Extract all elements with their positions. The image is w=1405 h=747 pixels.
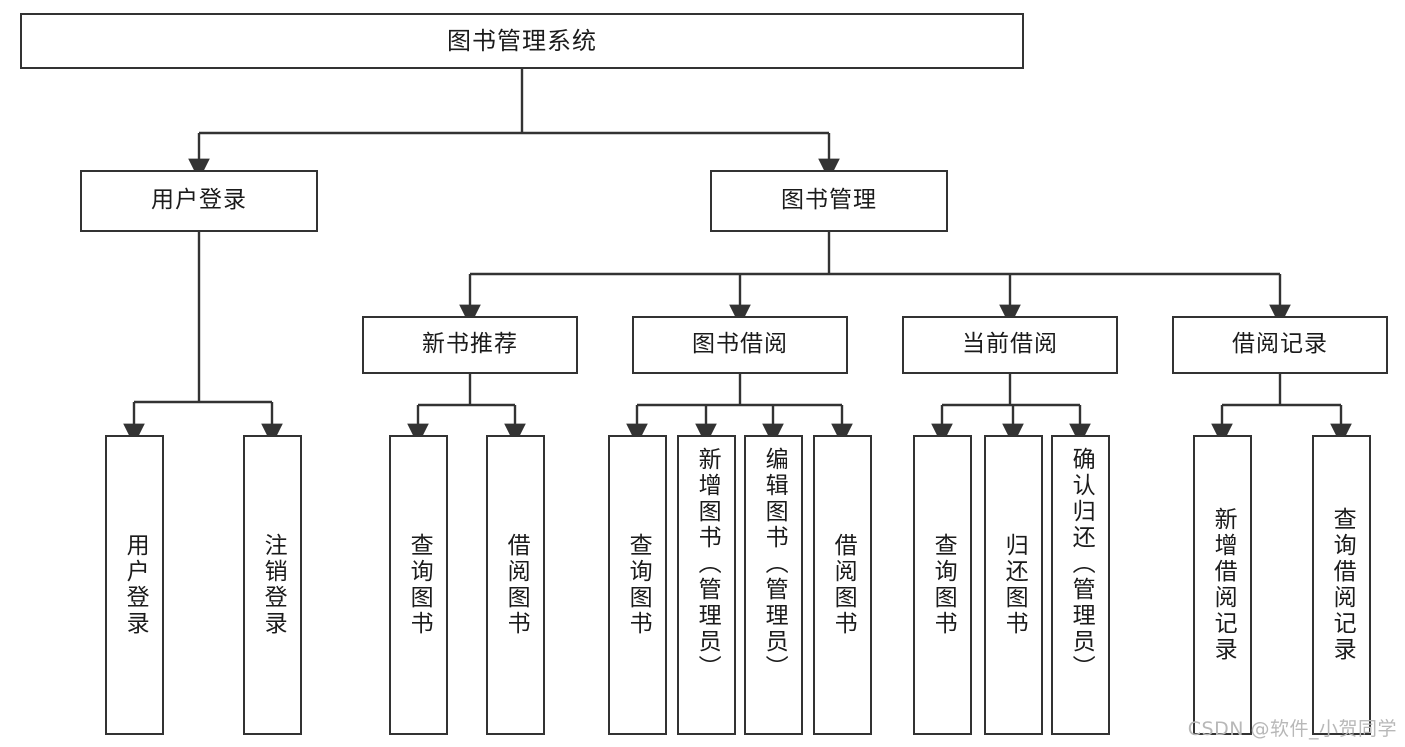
node-leaf-5[interactable]: 新增图书（管理员）	[677, 435, 736, 735]
node-leaf-0[interactable]: 用户登录	[105, 435, 164, 735]
node-leaf-8[interactable]: 查询图书	[913, 435, 972, 735]
node-leaf-7[interactable]: 借阅图书	[813, 435, 872, 735]
node-leaf-12[interactable]: 查询借阅记录	[1312, 435, 1371, 735]
node-leaf-4[interactable]: 查询图书	[608, 435, 667, 735]
node-level3-2[interactable]: 当前借阅	[902, 316, 1118, 374]
node-label: 借阅图书	[830, 533, 857, 637]
node-level3-0[interactable]: 新书推荐	[362, 316, 578, 374]
node-label: 用户登录	[122, 533, 149, 637]
node-leaf-3[interactable]: 借阅图书	[486, 435, 545, 735]
node-label: 新书推荐	[422, 331, 518, 358]
node-leaf-1[interactable]: 注销登录	[243, 435, 302, 735]
node-level3-3[interactable]: 借阅记录	[1172, 316, 1388, 374]
node-label: 图书管理系统	[447, 26, 597, 55]
node-label: 新增借阅记录	[1210, 507, 1237, 663]
node-label: 确认归还（管理员）	[1068, 447, 1095, 681]
node-label: 查询图书	[625, 533, 652, 637]
node-label: 图书借阅	[692, 331, 788, 358]
watermark-text: CSDN @软件_小贺同学	[1187, 718, 1397, 740]
node-root[interactable]: 图书管理系统	[20, 13, 1024, 69]
node-label: 归还图书	[1001, 533, 1028, 637]
node-label: 图书管理	[781, 187, 877, 214]
node-leaf-11[interactable]: 新增借阅记录	[1193, 435, 1252, 735]
node-level2-0[interactable]: 用户登录	[80, 170, 318, 232]
node-label: 当前借阅	[962, 331, 1058, 358]
node-label: 借阅记录	[1232, 331, 1328, 358]
node-level3-1[interactable]: 图书借阅	[632, 316, 848, 374]
node-label: 借阅图书	[503, 533, 530, 637]
node-leaf-2[interactable]: 查询图书	[389, 435, 448, 735]
node-label: 查询图书	[930, 533, 957, 637]
node-leaf-10[interactable]: 确认归还（管理员）	[1051, 435, 1110, 735]
node-label: 注销登录	[260, 533, 287, 637]
node-leaf-9[interactable]: 归还图书	[984, 435, 1043, 735]
node-label: 查询图书	[406, 533, 433, 637]
node-level2-1[interactable]: 图书管理	[710, 170, 948, 232]
node-label: 编辑图书（管理员）	[761, 447, 788, 681]
node-label: 用户登录	[151, 187, 247, 214]
node-label: 新增图书（管理员）	[694, 447, 721, 681]
node-leaf-6[interactable]: 编辑图书（管理员）	[744, 435, 803, 735]
node-label: 查询借阅记录	[1329, 507, 1356, 663]
